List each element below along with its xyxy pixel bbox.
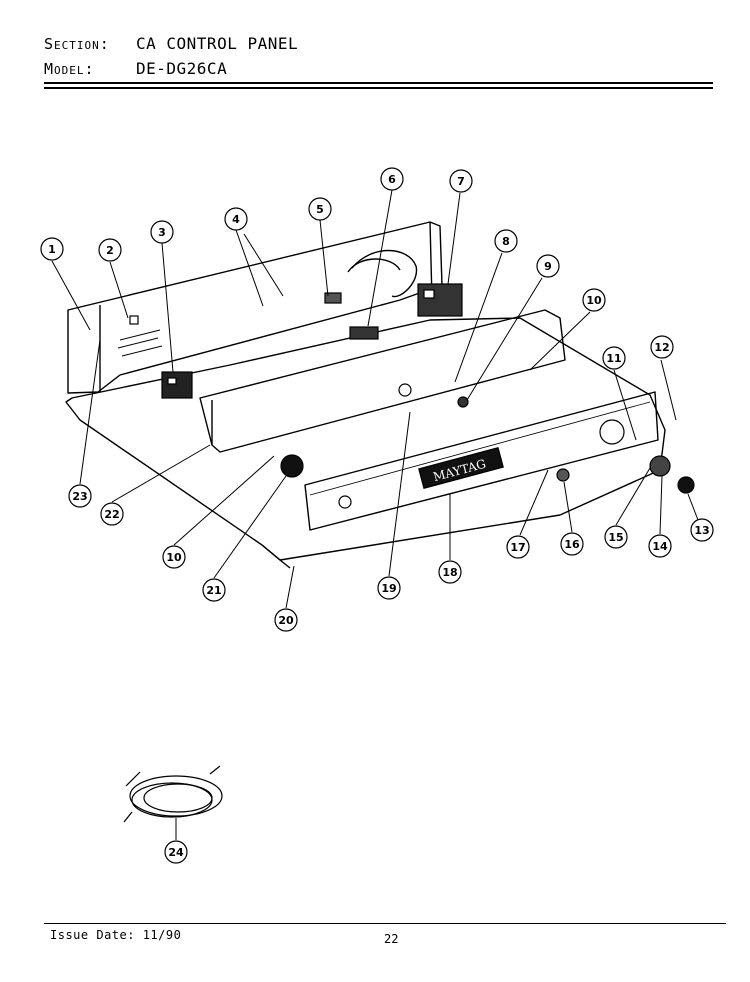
callout-10-top: 10 bbox=[582, 288, 606, 312]
callout-24: 24 bbox=[164, 840, 188, 864]
svg-text:8: 8 bbox=[502, 235, 510, 248]
page-number: 22 bbox=[384, 932, 399, 946]
svg-text:22: 22 bbox=[104, 508, 119, 521]
maytag-badge bbox=[418, 446, 504, 490]
callout-7: 7 bbox=[449, 169, 473, 193]
callout-14: 14 bbox=[648, 534, 672, 558]
callout-4: 4 bbox=[224, 207, 248, 231]
svg-text:14: 14 bbox=[652, 540, 668, 553]
svg-text:13: 13 bbox=[694, 524, 709, 537]
front-panel-shape bbox=[304, 391, 659, 531]
svg-text:7: 7 bbox=[457, 175, 465, 188]
svg-text:5: 5 bbox=[316, 203, 324, 216]
svg-text:9: 9 bbox=[544, 260, 552, 273]
svg-text:21: 21 bbox=[206, 584, 221, 597]
callout-12: 12 bbox=[650, 335, 674, 359]
header-rule-top bbox=[44, 82, 713, 84]
header: Section: CA CONTROL PANEL Model: DE-DG26… bbox=[44, 34, 298, 84]
svg-text:12: 12 bbox=[654, 341, 669, 354]
callout-19: 19 bbox=[377, 576, 401, 600]
callout-17: 17 bbox=[506, 535, 530, 559]
header-rule-bottom bbox=[44, 87, 713, 89]
switch-block-shape bbox=[417, 283, 463, 317]
callout-group: 1 2 3 4 5 6 7 8 9 10 11 12 13 14 15 16 1… bbox=[40, 167, 714, 864]
model-value: DE-DG26CA bbox=[136, 59, 228, 78]
callout-5: 5 bbox=[308, 197, 332, 221]
callout-23: 23 bbox=[68, 484, 92, 508]
svg-text:2: 2 bbox=[106, 244, 114, 257]
svg-text:18: 18 bbox=[442, 566, 457, 579]
callout-22: 22 bbox=[100, 502, 124, 526]
callout-18: 18 bbox=[438, 560, 462, 584]
callout-8: 8 bbox=[494, 229, 518, 253]
callout-11: 11 bbox=[602, 346, 626, 370]
svg-text:24: 24 bbox=[168, 846, 184, 859]
callout-9: 9 bbox=[536, 254, 560, 278]
callout-2: 2 bbox=[98, 238, 122, 262]
console-base-shape bbox=[65, 317, 666, 561]
section-row: Section: CA CONTROL PANEL bbox=[44, 34, 298, 59]
footer-rule bbox=[44, 923, 726, 924]
wire-harness-coil bbox=[123, 765, 223, 823]
callout-10-bottom: 10 bbox=[162, 545, 186, 569]
svg-text:11: 11 bbox=[606, 352, 621, 365]
callout-13: 13 bbox=[690, 518, 714, 542]
callout-16: 16 bbox=[560, 532, 584, 556]
section-label: Section: bbox=[44, 35, 110, 53]
rear-panel-shape bbox=[67, 221, 443, 394]
svg-text:17: 17 bbox=[510, 541, 525, 554]
callout-20: 20 bbox=[274, 608, 298, 632]
svg-text:6: 6 bbox=[388, 173, 396, 186]
section-value: CA CONTROL PANEL bbox=[136, 34, 299, 53]
svg-text:3: 3 bbox=[158, 226, 166, 239]
svg-text:4: 4 bbox=[232, 213, 240, 226]
callout-1: 1 bbox=[40, 237, 64, 261]
svg-text:1: 1 bbox=[48, 243, 56, 256]
callout-21: 21 bbox=[202, 578, 226, 602]
svg-text:15: 15 bbox=[608, 531, 623, 544]
svg-text:10: 10 bbox=[586, 294, 602, 307]
callout-6: 6 bbox=[380, 167, 404, 191]
svg-text:16: 16 bbox=[564, 538, 580, 551]
model-label: Model: bbox=[44, 60, 95, 78]
svg-text:23: 23 bbox=[72, 490, 87, 503]
callout-3: 3 bbox=[150, 220, 174, 244]
model-row: Model: DE-DG26CA bbox=[44, 59, 298, 84]
svg-text:19: 19 bbox=[381, 582, 396, 595]
svg-text:10: 10 bbox=[166, 551, 182, 564]
svg-text:20: 20 bbox=[278, 614, 294, 627]
issue-date: Issue Date: 11/90 bbox=[50, 928, 182, 942]
callout-15: 15 bbox=[604, 525, 628, 549]
timer-block-shape bbox=[161, 371, 193, 399]
